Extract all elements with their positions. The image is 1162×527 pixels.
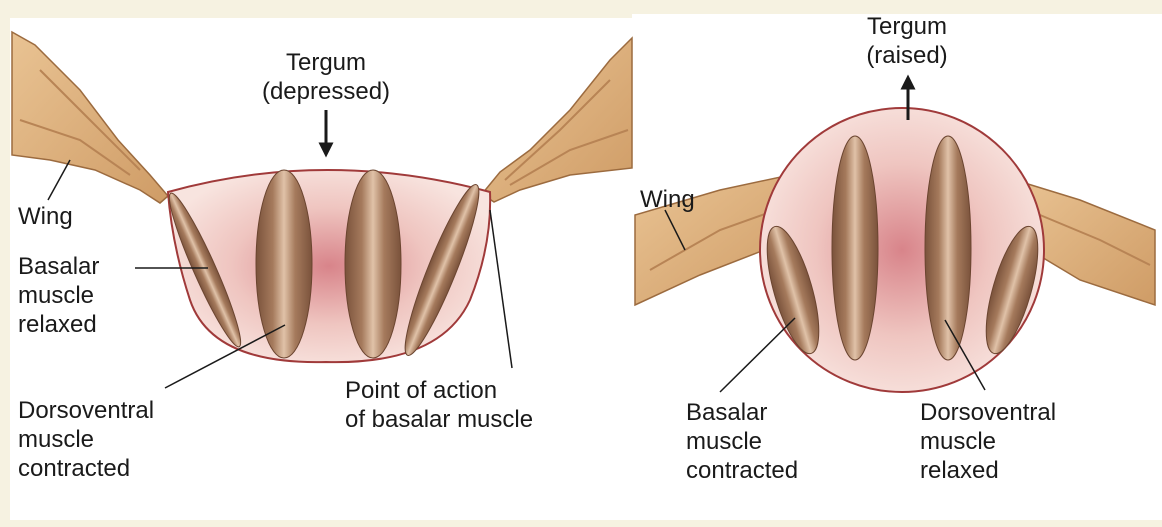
left-wing-left <box>12 32 168 203</box>
right-wing-label: Wing <box>640 185 695 214</box>
left-point-of-action-pointer <box>490 210 512 368</box>
right-tergum-label: Tergum (raised) <box>842 12 972 70</box>
right-dorsoventral-label: Dorsoventral muscle relaxed <box>920 398 1056 485</box>
right-basalar-pointer <box>720 318 795 392</box>
right-dorsoventral-muscle-1 <box>832 136 878 360</box>
left-point-of-action-label: Point of action of basalar muscle <box>345 376 533 434</box>
left-wing-label: Wing <box>18 202 73 231</box>
left-dorsoventral-label: Dorsoventral muscle contracted <box>18 396 154 483</box>
right-basalar-label: Basalar muscle contracted <box>686 398 798 485</box>
left-tergum-label: Tergum (depressed) <box>250 48 402 106</box>
left-dorsoventral-muscle-2 <box>345 170 401 358</box>
left-wing-pointer <box>48 160 70 200</box>
left-basalar-label: Basalar muscle relaxed <box>18 252 99 339</box>
left-dorsoventral-muscle-1 <box>256 170 312 358</box>
left-wing-right <box>482 38 632 202</box>
